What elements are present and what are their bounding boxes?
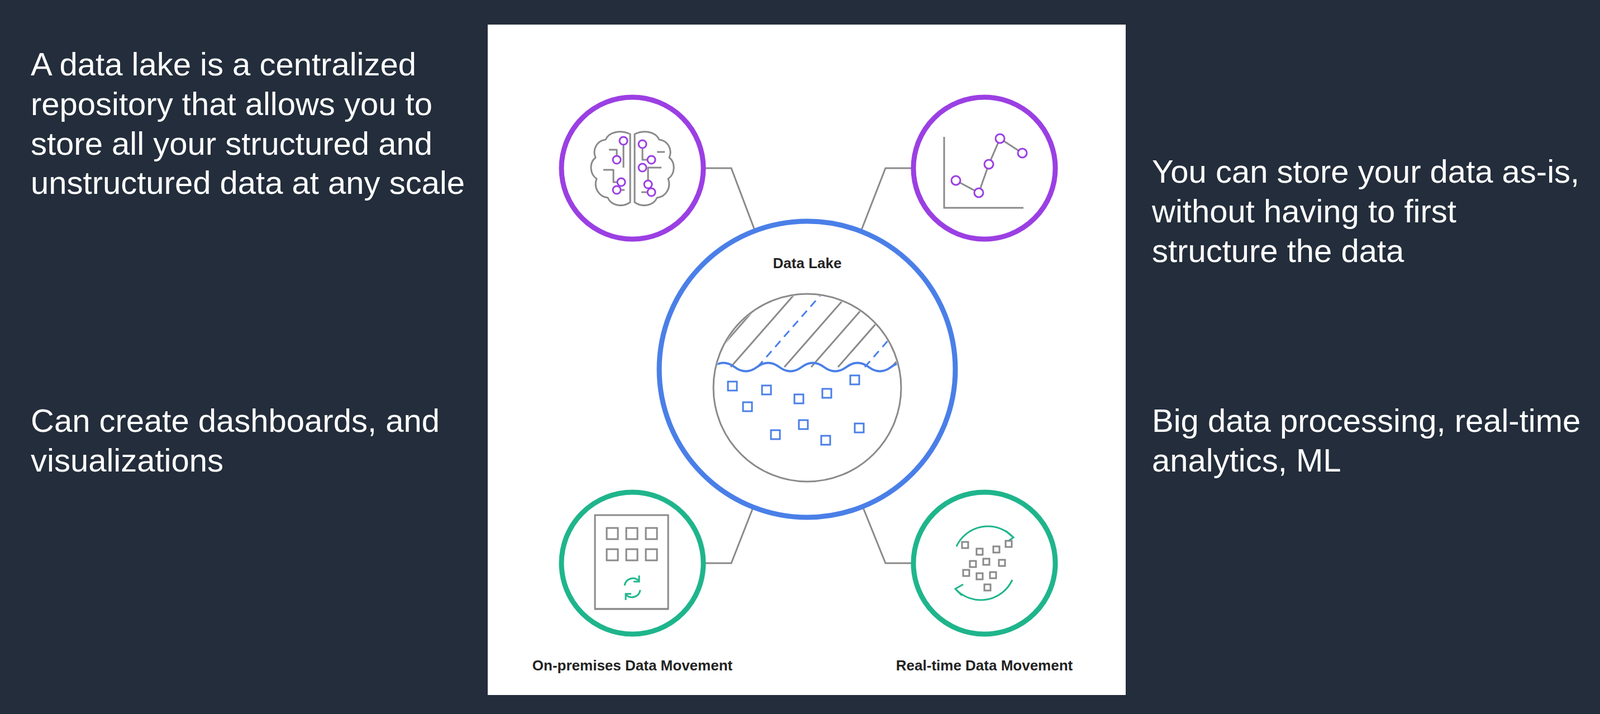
white-panel [487, 24, 1126, 695]
circle-outline [910, 94, 1059, 242]
circle-outline [558, 489, 707, 637]
connector-line [863, 508, 912, 564]
connector-line [705, 168, 755, 229]
circle-node: Analytics [910, 94, 1059, 242]
connector-line [705, 508, 753, 564]
lake-icon [703, 290, 986, 482]
circle-node: Real-time Data Movement [910, 489, 1059, 637]
building-icon [594, 515, 669, 609]
circle-node: On-premises Data Movement [558, 489, 707, 637]
brain-icon [591, 131, 674, 206]
connector-line [861, 168, 912, 230]
side-note: Big data processing, real-time analytics… [1151, 401, 1588, 481]
node-label: Data Lake [773, 254, 842, 273]
side-note: Can create dashboards, and visualization… [30, 401, 478, 481]
node-label: On-premises Data Movement [532, 656, 733, 675]
circle-outline [558, 94, 707, 242]
circle-outline [910, 489, 1059, 637]
node-label: Real-time Data Movement [896, 656, 1073, 675]
side-note: You can store your data as-is, without h… [1151, 151, 1588, 271]
realtime-icon [955, 526, 1014, 600]
side-note: A data lake is a centralized repository … [30, 44, 478, 203]
circle-node: Data Lake [656, 218, 959, 521]
chart-icon [944, 134, 1027, 208]
circle-node: Machine Learning [558, 94, 707, 242]
